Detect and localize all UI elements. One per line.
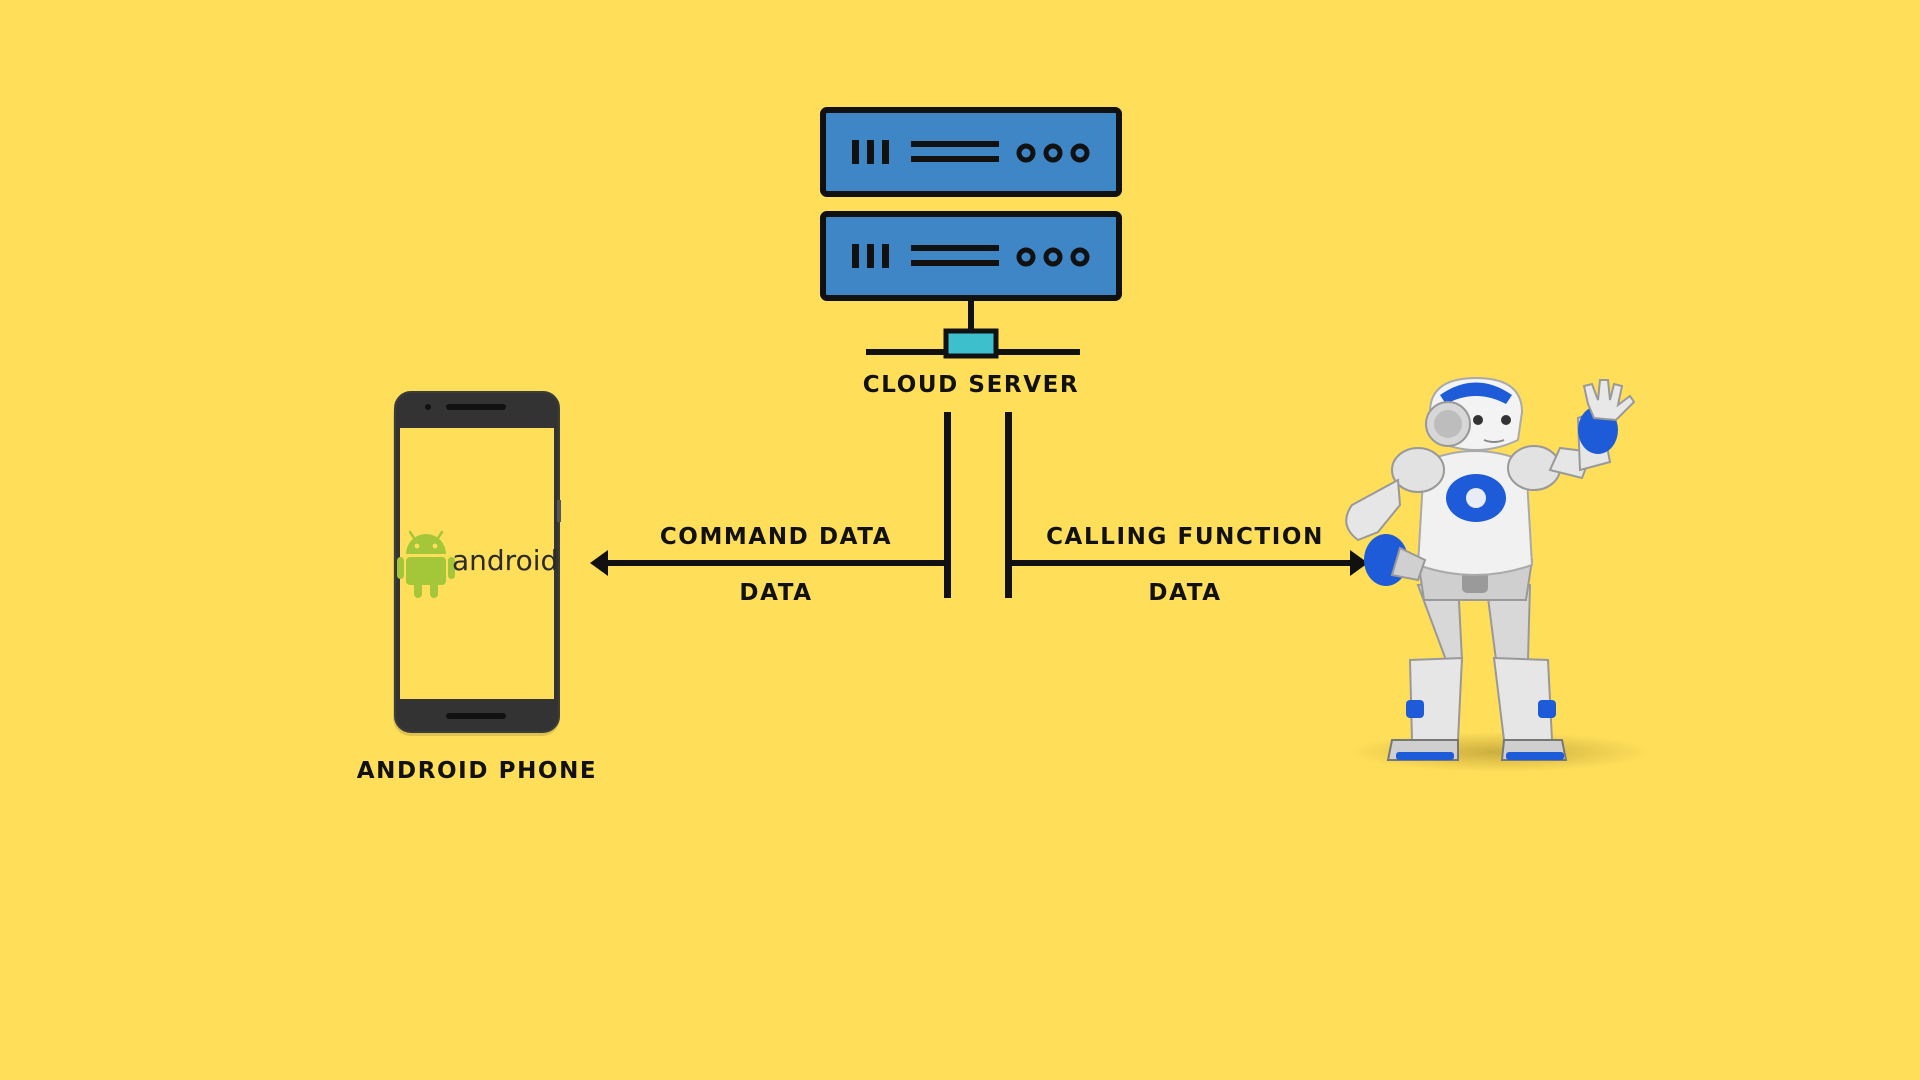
data-label-right: DATA	[1148, 580, 1222, 606]
humanoid-robot-icon	[1345, 376, 1650, 772]
arrow-to-phone	[590, 550, 944, 576]
android-robot-icon	[397, 530, 455, 598]
calling-function-label: CALLING FUNCTION	[1046, 524, 1324, 550]
data-label-left: DATA	[739, 580, 813, 606]
command-data-label: COMMAND DATA	[659, 524, 893, 550]
cloud-server-label: CLOUD SERVER	[862, 372, 1080, 398]
android-phone-label: ANDROID PHONE	[356, 758, 598, 784]
server-link-left	[944, 412, 951, 598]
smartphone-icon: android	[393, 391, 561, 736]
connection-lines	[590, 412, 1368, 598]
server-rack-icon	[820, 107, 1122, 359]
arrow-to-robot	[1012, 550, 1368, 576]
android-wordmark: android	[452, 544, 558, 577]
server-link-right	[1005, 412, 1012, 598]
